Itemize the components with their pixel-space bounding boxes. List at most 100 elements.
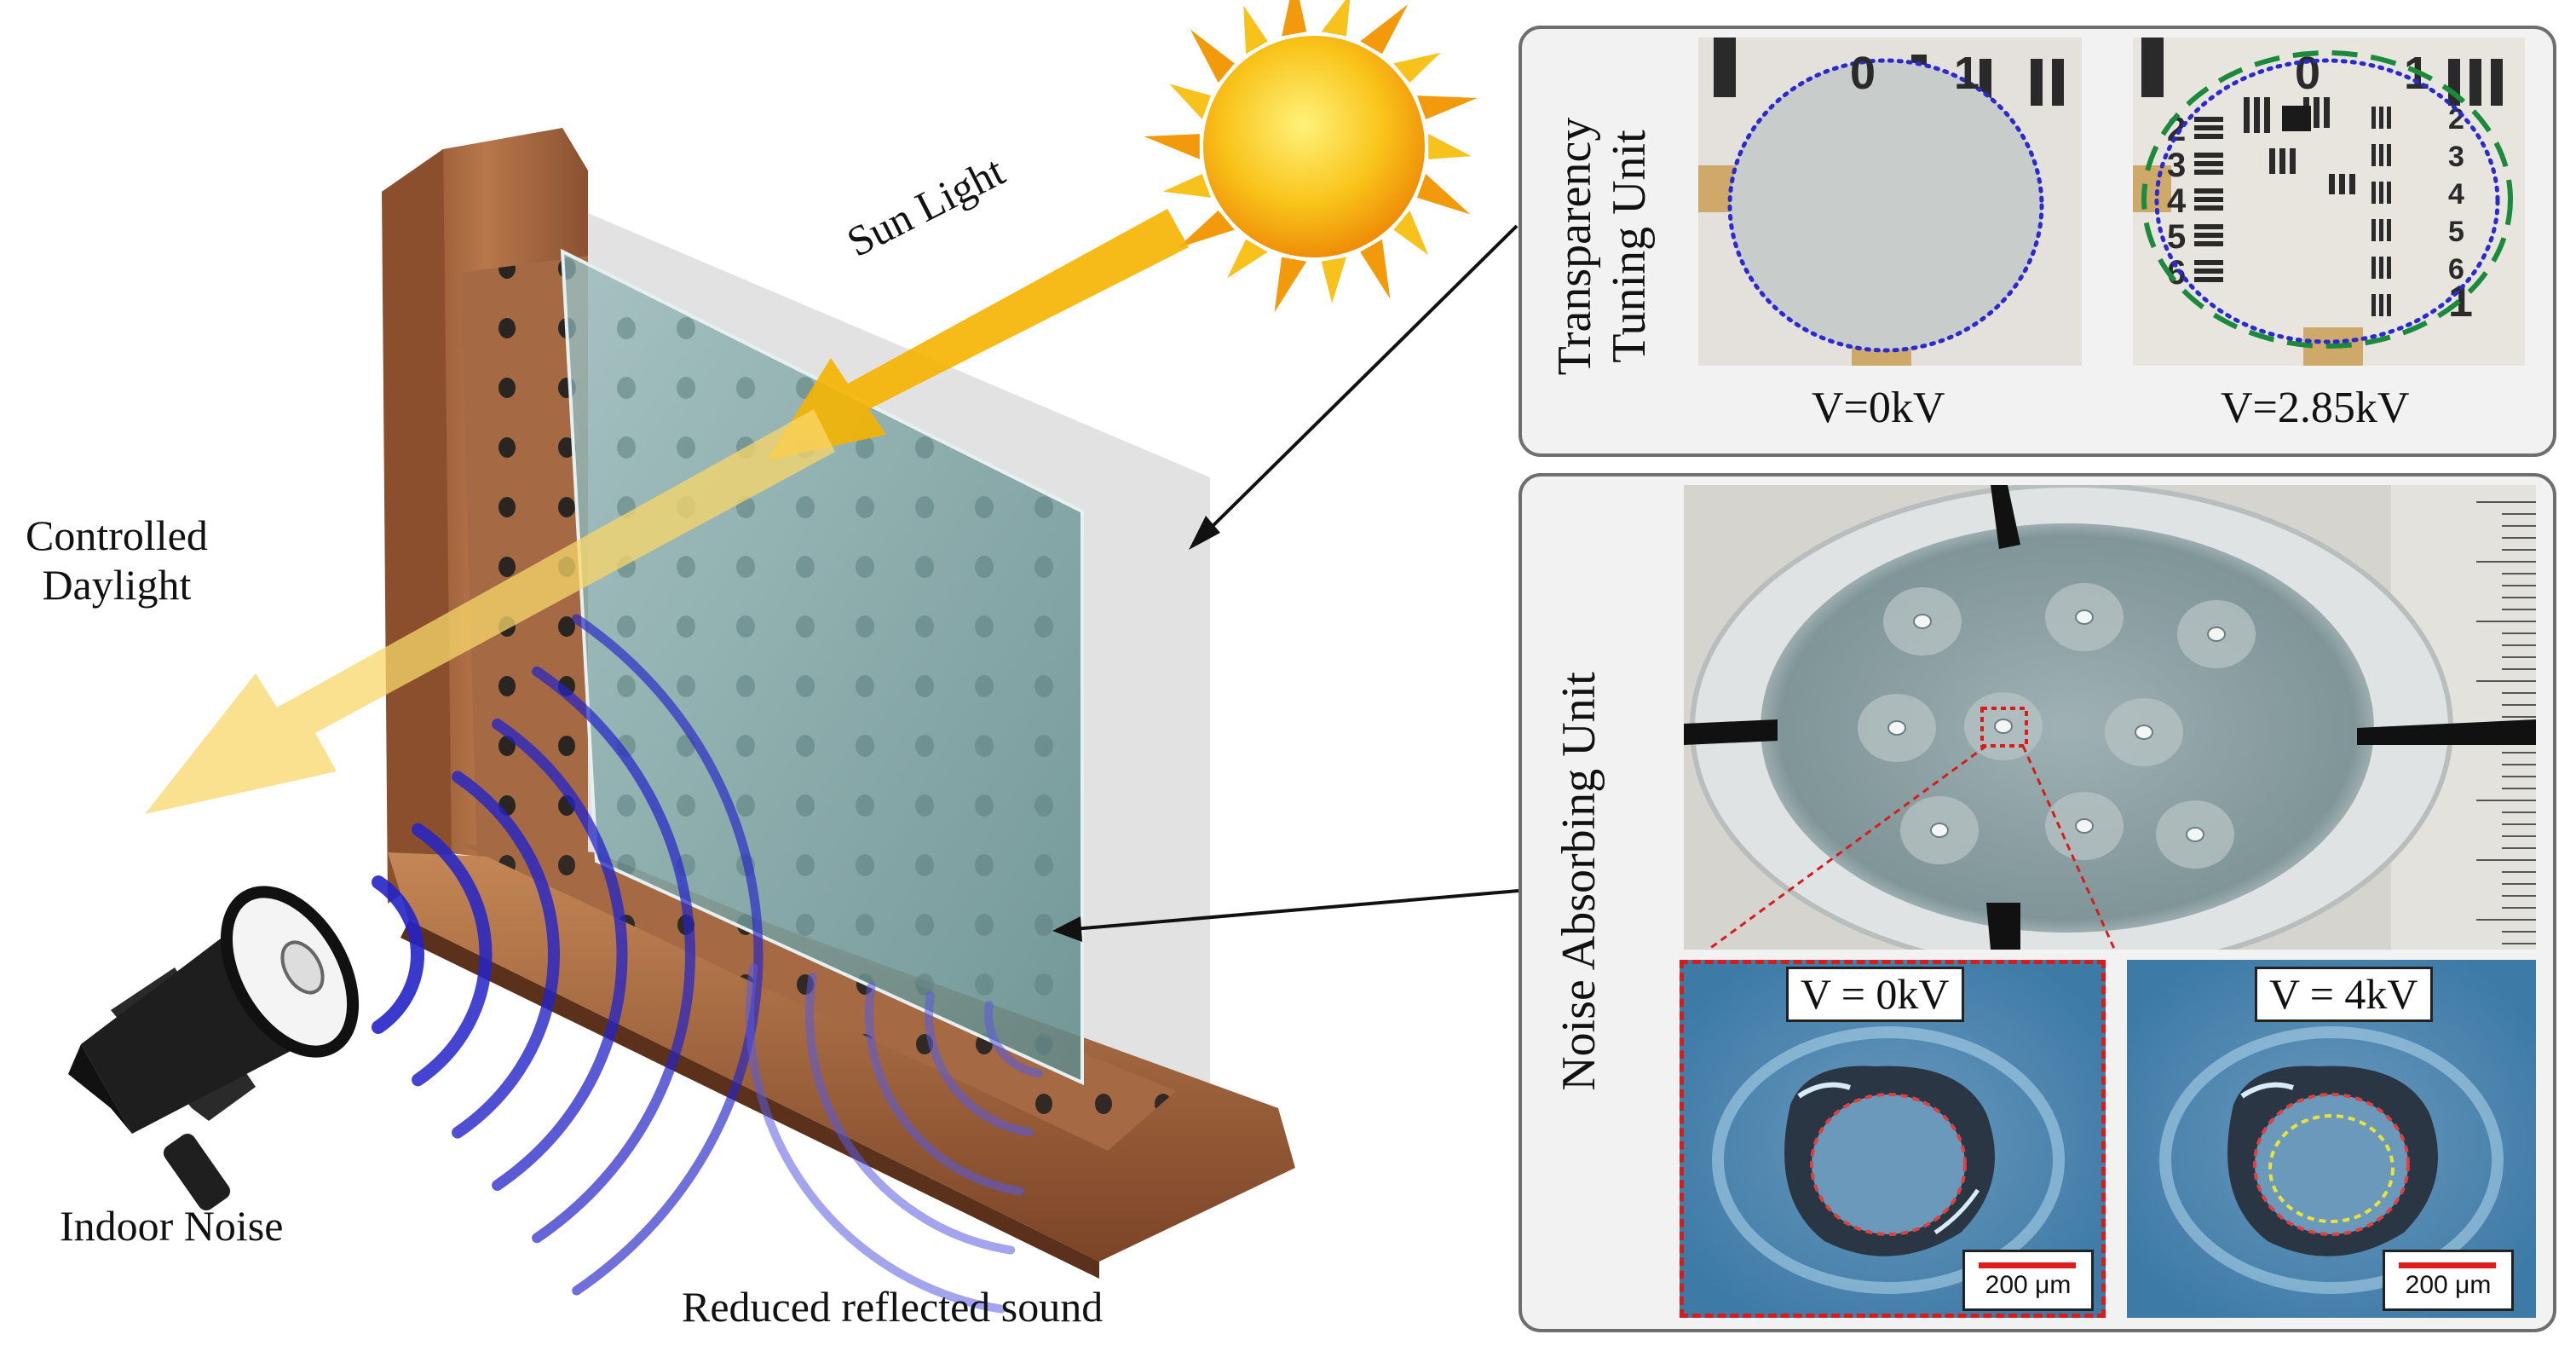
cavity-hole [2207,627,2226,642]
chart-side-number: 4 [2167,182,2187,220]
photo-off-graphic: 0 1 [1698,38,2064,366]
chart-bar [2269,148,2275,174]
sun-ray [1169,84,1211,120]
chart-bar [2194,125,2223,130]
sound-wave-arc [532,666,695,1244]
cavity-hole [2075,818,2094,834]
chart-bar [2279,148,2285,174]
noise-panel-title: Noise Absorbing Unit [1553,672,1605,1091]
resolution-chart-center [2244,97,2355,194]
chart-bar [2194,241,2223,246]
reflected-wave-arc [925,991,1034,1137]
chart-bar [2194,260,2223,265]
chart-square [2282,106,2311,131]
sun-ray [1190,29,1235,84]
chart-side-number: 6 [2167,254,2186,292]
sun-disc [1203,36,1425,257]
arrowhead-1 [1189,516,1220,550]
sun-ray [1227,239,1268,279]
arrow-to-noise [1073,889,1519,931]
chart-bar [2194,188,2223,193]
sun-ray [1274,257,1307,313]
micrograph-0kV: V = 0kV 200 μm [1680,960,2106,1318]
controlled-daylight-line-2: Daylight [42,560,192,609]
chart-bar [2194,277,2223,282]
controlled-daylight-line-1: Controlled [26,511,208,559]
chart-right-number: 4 [2448,178,2464,211]
chart-right-number: 6 [2448,253,2464,286]
sun-ray [1162,173,1211,198]
chart-bar [2379,182,2383,204]
sunlight-arrow [767,209,1189,460]
photo-sample-top-view [1684,485,2536,950]
chart-bar [2371,257,2376,279]
chart-bar [2194,153,2223,158]
chart-bar [2194,205,2223,211]
chart-bar [2339,174,2345,194]
cavity-hole [2075,609,2094,625]
sun-ray [1282,0,1307,37]
chart-bar [2387,182,2391,204]
chart-bar [2244,97,2250,133]
sun-ray [1144,134,1200,159]
transparency-title-line-1: Transparency [1548,117,1601,376]
sun-icon [1144,0,1478,313]
sun-ray [1417,95,1478,120]
micrograph-right-voltage: V = 4kV [2255,967,2433,1022]
chart-side-number: 3 [2167,147,2186,184]
transparency-right-voltage: V=2.85kV [2221,384,2410,432]
chart-side-number: 5 [2167,218,2186,256]
chart-bar [2349,174,2355,194]
cavity-hole [2135,725,2153,740]
sun-ray [1360,239,1391,299]
chart-bar [2371,107,2376,129]
chart-bar [2194,170,2223,175]
cavity-hole [1994,719,2013,734]
photo-transparency-off: 0 1 [1698,38,2082,366]
chart-bar [2371,294,2376,316]
cavity-hole [2186,827,2204,842]
transparency-left-voltage: V=0kV [1812,384,1945,432]
sun-ray [1393,210,1429,256]
sun-ray [1360,4,1409,55]
chart-bar [2379,219,2383,241]
chart-right-number: 3 [2448,141,2464,173]
megaphone-icon [68,886,360,1210]
reflected-waves [746,963,1044,1314]
chart-bar [2290,148,2296,174]
arrow-to-transparency [1200,224,1519,539]
scale-bar-left-label: 200 μm [1985,1271,2072,1299]
sound-waves [371,614,764,1296]
micrograph-4kV: V = 4kV 200 μm [2127,960,2536,1318]
reflected-wave-arc [746,963,1006,1314]
chart-bar [2329,174,2335,194]
chart-bar [2387,257,2391,279]
chart-bar [2371,144,2376,166]
reduced-reflected-sound-label: Reduced reflected sound [682,1283,1104,1331]
chart-bar [2379,294,2383,316]
sound-wave-arc [452,771,560,1139]
chart-number-1: 1 [1954,48,1980,99]
chart-bar [2387,219,2391,241]
wood-frame [382,128,1295,1279]
reflected-wave-arc [805,973,1016,1255]
sample-cavities [1858,583,2256,869]
chart-bar [2324,97,2330,128]
chart-bar [2194,197,2223,202]
daylight-arrow [145,409,835,814]
transparency-panel-title: Transparency Tuning Unit [1547,114,1658,378]
transparency-title-line-2: Tuning Unit [1603,130,1657,363]
chart-bar [2194,134,2223,139]
arrowhead-2 [1052,916,1082,942]
sun-ray [1428,134,1472,159]
scale-bar-left: 200 μm [1962,1250,2094,1311]
micrograph-left-voltage: V = 0kV [1786,967,1964,1022]
cavity-hole [1887,720,1906,736]
sample-graphic [1684,485,2536,950]
chart-bar [2379,107,2383,129]
glass-panel [560,248,1084,1086]
